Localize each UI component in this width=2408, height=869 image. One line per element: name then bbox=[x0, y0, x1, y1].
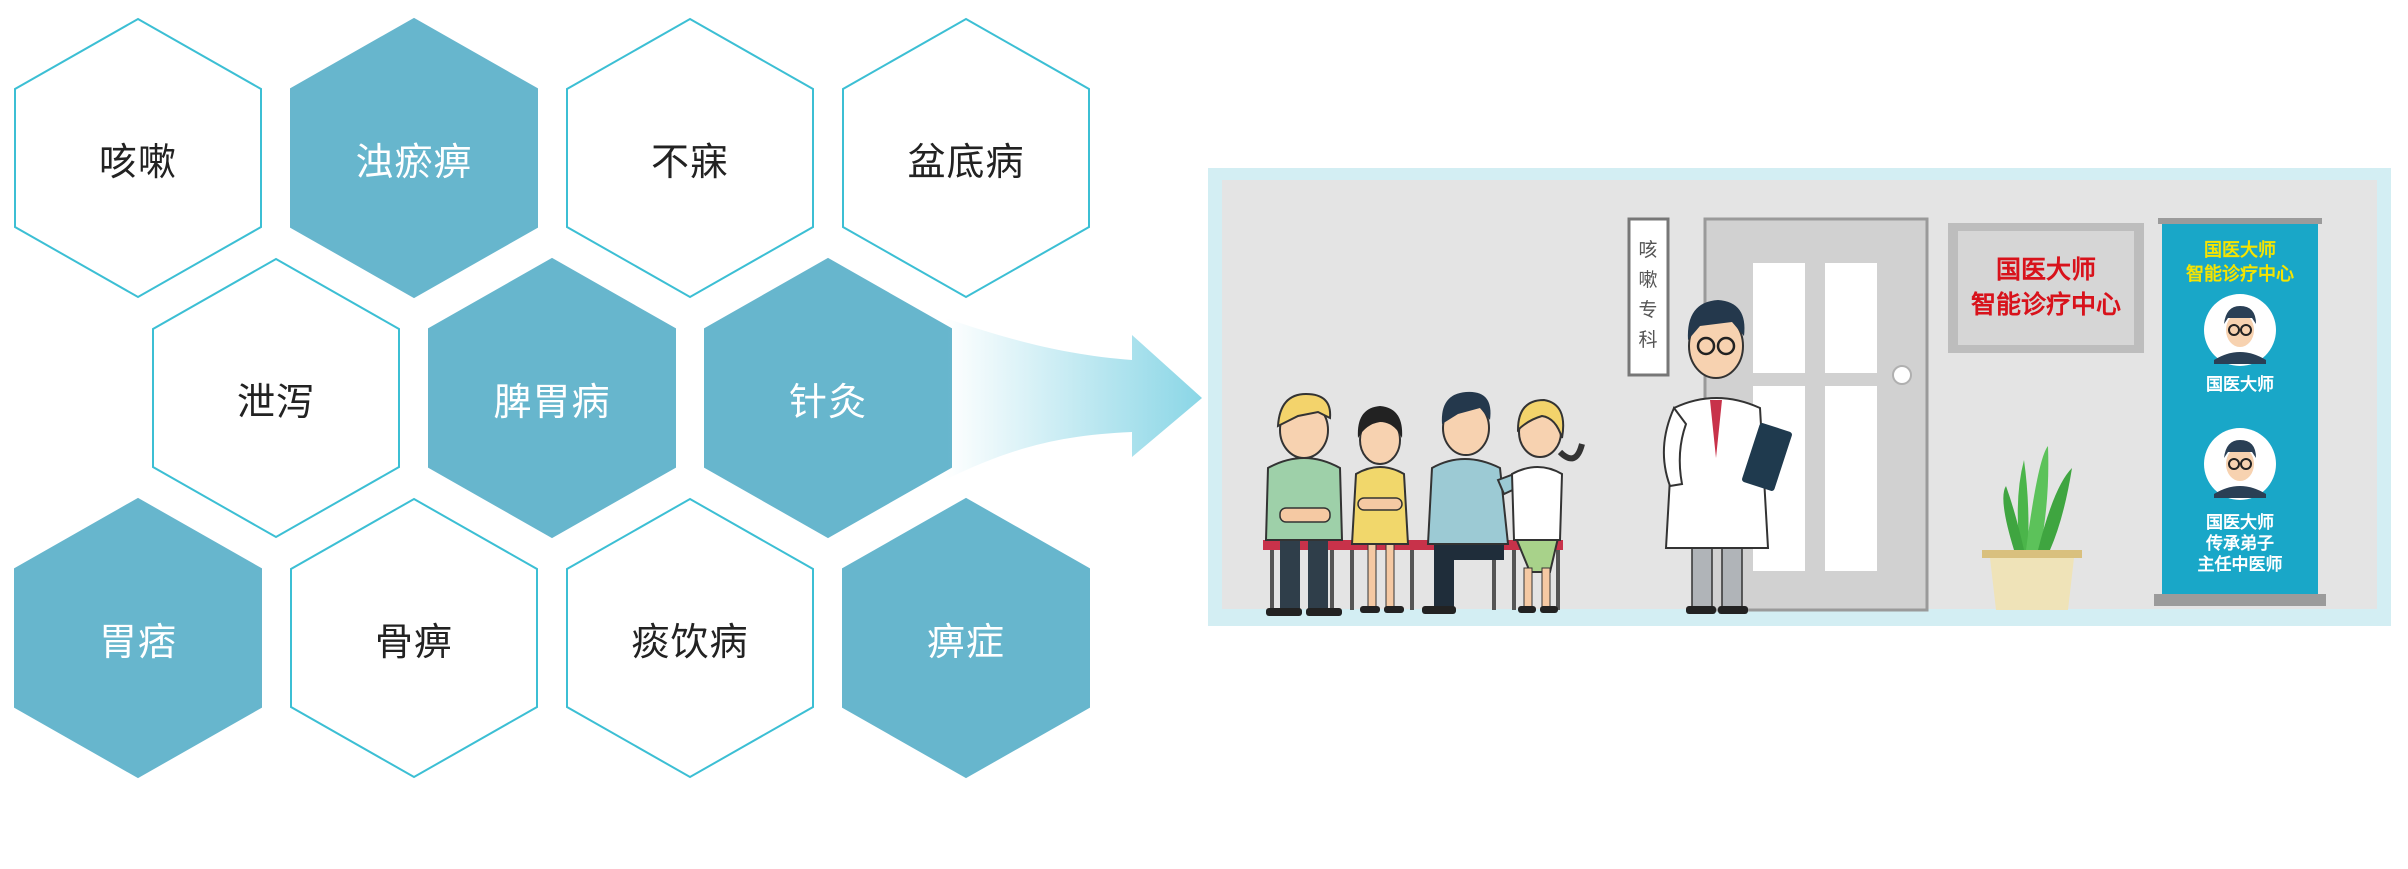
hexagon: 咳嗽 bbox=[13, 17, 263, 299]
rollup-banner: 国医大师 智能诊疗中心 国医大师 国医大师 传承弟子 bbox=[2154, 218, 2326, 606]
hexagon-label: 骨痹 bbox=[374, 619, 453, 664]
hexagon-label: 盆底病 bbox=[907, 139, 1025, 184]
hexagon-label: 咳嗽 bbox=[98, 139, 177, 184]
hexagon-label: 脾胃病 bbox=[493, 379, 611, 424]
department-sign-char: 专 bbox=[1638, 299, 1657, 321]
department-sign: 咳 嗽 专 科 bbox=[1627, 217, 1670, 377]
doctor-avatar-icon bbox=[2204, 294, 2276, 366]
banner-caption: 国医大师 bbox=[2206, 374, 2274, 395]
hexagon-label: 泄泻 bbox=[236, 379, 315, 424]
patient-figure bbox=[1350, 406, 1410, 613]
plaque-line: 智能诊疗中心 bbox=[1971, 290, 2121, 319]
potted-plant-icon bbox=[1982, 446, 2082, 610]
banner-caption: 主任中医师 bbox=[2198, 554, 2283, 575]
center-plaque: 国医大师 智能诊疗中心 bbox=[1948, 223, 2144, 353]
hexagon-label: 痰饮病 bbox=[631, 619, 749, 664]
hexagon: 针灸 bbox=[703, 257, 953, 539]
hexagon-label: 胃痞 bbox=[98, 619, 177, 664]
hexagon-label: 痹症 bbox=[926, 619, 1005, 664]
doctor-figure bbox=[1662, 300, 1792, 614]
department-sign-char: 嗽 bbox=[1638, 269, 1657, 291]
flow-arrow-shape bbox=[945, 318, 1202, 480]
hexagon: 浊瘀痹 bbox=[289, 17, 539, 299]
banner-title-line: 智能诊疗中心 bbox=[2186, 263, 2294, 285]
hexagon: 盆底病 bbox=[841, 17, 1091, 299]
department-sign-char: 科 bbox=[1638, 329, 1657, 351]
hexagon-label: 浊瘀痹 bbox=[355, 139, 473, 184]
hexagon: 痹症 bbox=[841, 497, 1091, 779]
banner-title-line: 国医大师 bbox=[2204, 239, 2276, 261]
department-sign-char: 咳 bbox=[1638, 239, 1657, 261]
hexagon: 不寐 bbox=[565, 17, 815, 299]
patient-figure bbox=[1422, 391, 1536, 614]
banner-caption: 国医大师 bbox=[2206, 512, 2274, 533]
door-knob-icon bbox=[1892, 365, 1912, 385]
clinic-scene-illustration: 咳 嗽 专 科 国医大师 智能诊疗中心 国医大师 智能诊疗中心 bbox=[1208, 168, 2391, 626]
doctor-avatar-icon bbox=[2204, 428, 2276, 500]
hexagon-label: 针灸 bbox=[788, 379, 867, 424]
hexagon: 胃痞 bbox=[13, 497, 263, 779]
hexagon: 脾胃病 bbox=[427, 257, 677, 539]
banner-caption: 传承弟子 bbox=[2205, 533, 2274, 554]
hexagon: 痰饮病 bbox=[565, 497, 815, 779]
hexagon-label: 不寐 bbox=[650, 139, 729, 184]
floor-line bbox=[1222, 609, 2377, 616]
patient-figure bbox=[1510, 398, 1585, 613]
plaque-line: 国医大师 bbox=[1996, 255, 2096, 284]
hexagon: 骨痹 bbox=[289, 497, 539, 779]
hexagon: 泄泻 bbox=[151, 257, 401, 539]
patient-figure bbox=[1264, 392, 1344, 616]
